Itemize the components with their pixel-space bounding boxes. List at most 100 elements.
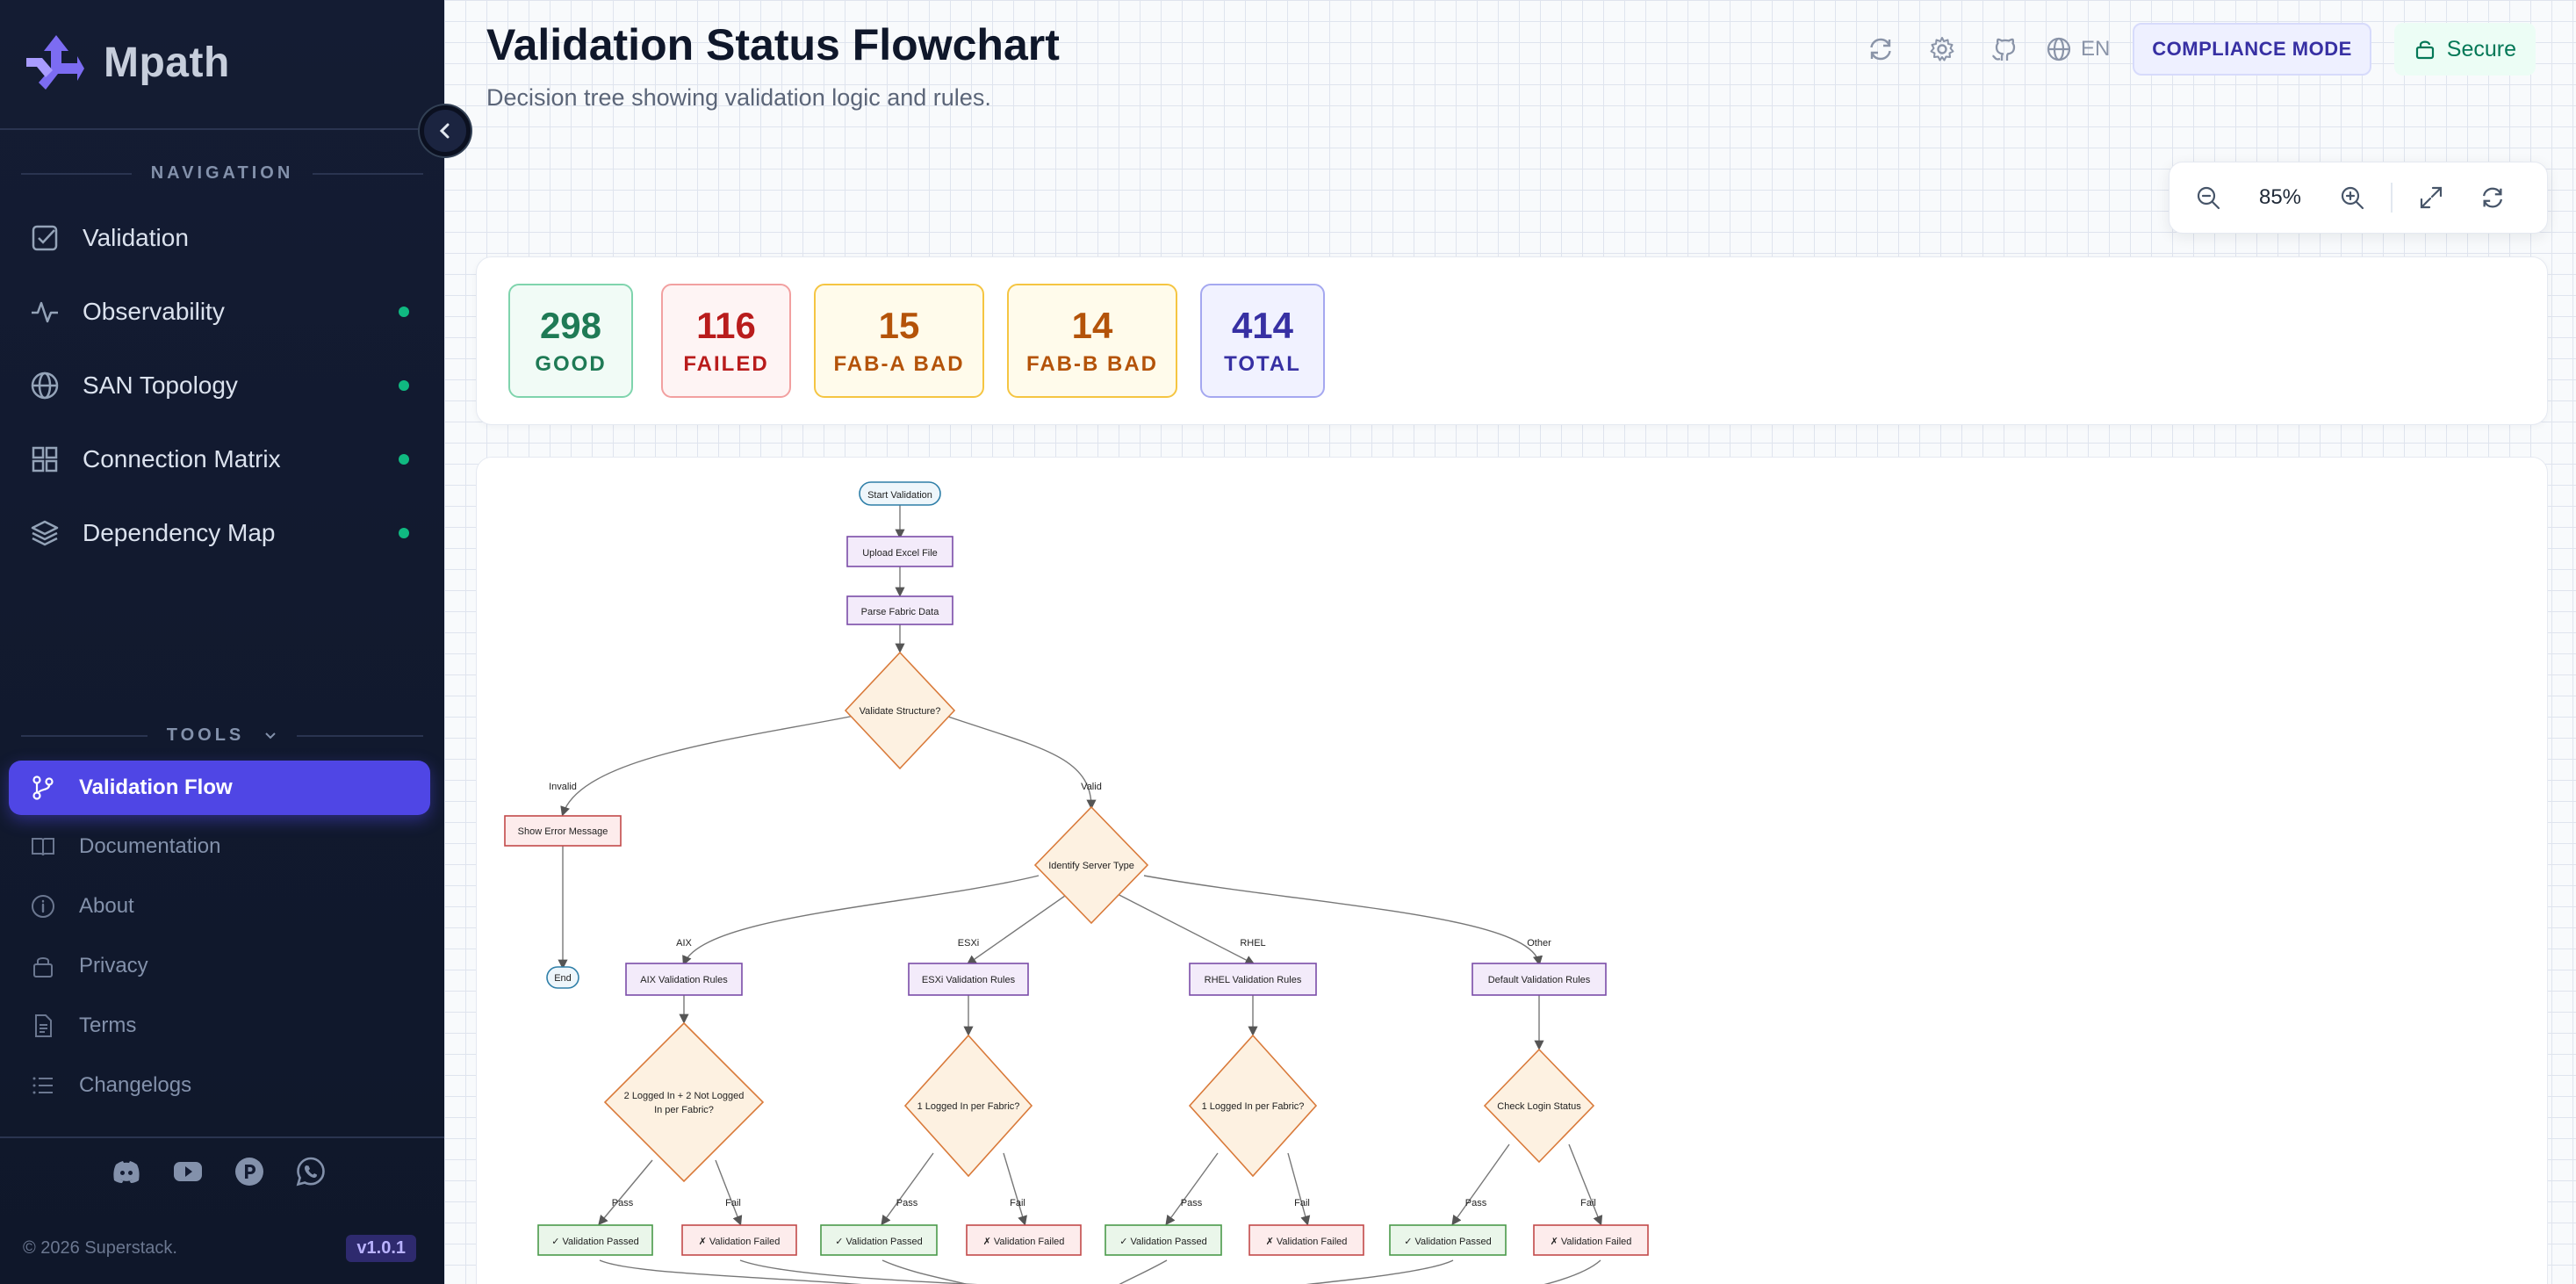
globe-icon	[31, 371, 59, 400]
list-icon	[32, 1077, 53, 1094]
patreon-icon[interactable]	[234, 1156, 265, 1187]
github-button[interactable]	[1984, 30, 2023, 69]
tool-item-privacy[interactable]: Privacy	[0, 941, 444, 991]
node-result-failed[interactable]: ✗ Validation Failed	[1533, 1224, 1649, 1256]
stat-value: 298	[539, 305, 602, 346]
tool-item-validation-flow[interactable]: Validation Flow	[9, 761, 430, 815]
svg-text:RHEL Validation Rules: RHEL Validation Rules	[1205, 975, 1302, 985]
gear-icon	[1930, 37, 1954, 61]
node-rhel-decision[interactable]: 1 Logged In per Fabric?	[1188, 1034, 1318, 1178]
zoom-toolbar: 85%	[2169, 162, 2548, 234]
refresh-icon	[1870, 38, 1891, 61]
svg-text:ESXi Validation Rules: ESXi Validation Rules	[922, 975, 1016, 985]
git-branch-icon	[32, 775, 54, 800]
svg-text:✓ Validation Passed: ✓ Validation Passed	[1119, 1237, 1207, 1247]
lock-icon	[33, 957, 53, 977]
svg-text:✓ Validation Passed: ✓ Validation Passed	[1404, 1237, 1492, 1247]
navigation-section-label: NAVIGATION	[0, 163, 444, 184]
nav-item-san-topology[interactable]: SAN Topology	[0, 355, 444, 416]
stat-total[interactable]: 414 TOTAL	[1200, 284, 1325, 398]
svg-text:Start Validation: Start Validation	[867, 490, 932, 501]
stat-value: 116	[696, 305, 756, 346]
reset-view-button[interactable]	[2473, 178, 2512, 217]
divider	[2391, 183, 2393, 213]
edge-label-pass: Pass	[896, 1198, 918, 1208]
file-text-icon	[35, 1014, 52, 1037]
sidebar-footer: © 2026 Superstack. v1.0.1	[23, 1235, 416, 1262]
zoom-level: 85%	[2258, 185, 2302, 209]
nav-item-connection-matrix[interactable]: Connection Matrix	[0, 429, 444, 490]
edge-label-fail: Fail	[1580, 1198, 1596, 1208]
fit-to-screen-button[interactable]	[2412, 178, 2450, 217]
globe-icon	[2047, 37, 2071, 61]
collapse-sidebar-button[interactable]	[420, 105, 471, 156]
svg-text:In per Fabric?: In per Fabric?	[654, 1105, 714, 1115]
stat-fab-a-bad[interactable]: 15 FAB-A BAD	[814, 284, 984, 398]
node-result-failed[interactable]: ✗ Validation Failed	[966, 1224, 1082, 1256]
secure-status[interactable]: Secure	[2393, 23, 2536, 76]
tool-item-about[interactable]: About	[0, 882, 444, 931]
zoom-in-button[interactable]	[2333, 178, 2371, 217]
refresh-button[interactable]	[1861, 30, 1900, 69]
tools-section-label[interactable]: TOOLS	[0, 725, 444, 746]
book-icon	[32, 838, 54, 856]
compliance-mode-button[interactable]: COMPLIANCE MODE	[2133, 23, 2371, 76]
grid-icon	[32, 446, 58, 472]
page-title: Validation Status Flowchart	[486, 20, 1060, 69]
whatsapp-icon[interactable]	[295, 1156, 327, 1187]
tool-item-label: Validation Flow	[79, 775, 233, 799]
nav-item-validation[interactable]: Validation	[0, 207, 444, 269]
node-esxi-rules[interactable]: ESXi Validation Rules	[908, 963, 1029, 996]
node-aix-rules[interactable]: AIX Validation Rules	[625, 963, 743, 996]
stats-card: 298 GOOD 116 FAILED 15 FAB-A BAD 14 FAB-…	[476, 256, 2548, 425]
svg-text:✓ Validation Passed: ✓ Validation Passed	[835, 1237, 923, 1247]
info-icon	[32, 895, 54, 918]
node-result-passed[interactable]: ✓ Validation Passed	[1389, 1224, 1507, 1256]
edge-label-pass: Pass	[612, 1198, 634, 1208]
svg-text:Check Login Status: Check Login Status	[1497, 1101, 1581, 1112]
node-identify[interactable]: Identify Server Type	[1033, 805, 1149, 925]
status-dot	[399, 380, 409, 391]
zoom-out-button[interactable]	[2189, 178, 2227, 217]
node-result-failed[interactable]: ✗ Validation Failed	[1248, 1224, 1364, 1256]
stat-fab-b-bad[interactable]: 14 FAB-B BAD	[1007, 284, 1177, 398]
edge-label-fail: Fail	[725, 1198, 741, 1208]
node-parse[interactable]: Parse Fabric Data	[846, 595, 953, 625]
stat-failed[interactable]: 116 FAILED	[661, 284, 791, 398]
tool-item-changelogs[interactable]: Changelogs	[0, 1061, 444, 1110]
edge-label-valid: Valid	[1081, 782, 1102, 792]
tool-item-terms[interactable]: Terms	[0, 1001, 444, 1050]
node-end[interactable]: End	[546, 966, 579, 989]
stat-good[interactable]: 298 GOOD	[508, 284, 633, 398]
language-selector[interactable]: EN	[2046, 36, 2110, 62]
tool-item-documentation[interactable]: Documentation	[0, 822, 444, 871]
svg-text:Identify Server Type: Identify Server Type	[1048, 861, 1134, 871]
node-error[interactable]: Show Error Message	[504, 815, 622, 847]
settings-button[interactable]	[1923, 30, 1961, 69]
node-login-decision[interactable]: Check Login Status	[1483, 1048, 1595, 1164]
node-start[interactable]: Start Validation	[859, 481, 941, 506]
node-esxi-decision[interactable]: 1 Logged In per Fabric?	[903, 1034, 1033, 1178]
svg-text:1 Logged In per Fabric?: 1 Logged In per Fabric?	[1202, 1101, 1305, 1112]
status-dot	[399, 307, 409, 317]
node-result-passed[interactable]: ✓ Validation Passed	[1105, 1224, 1222, 1256]
youtube-icon[interactable]	[172, 1156, 204, 1187]
secure-label: Secure	[2446, 36, 2516, 61]
nav-item-dependency-map[interactable]: Dependency Map	[0, 502, 444, 564]
node-result-passed[interactable]: ✓ Validation Passed	[537, 1224, 653, 1256]
discord-icon[interactable]	[111, 1156, 142, 1187]
refresh-icon	[2483, 187, 2502, 208]
node-default-rules[interactable]: Default Validation Rules	[1471, 963, 1607, 996]
svg-text:Validate Structure?: Validate Structure?	[860, 706, 941, 717]
node-result-failed[interactable]: ✗ Validation Failed	[681, 1224, 797, 1256]
node-validate[interactable]: Validate Structure?	[844, 651, 956, 770]
brand[interactable]: Mpath	[23, 30, 230, 95]
node-result-passed[interactable]: ✓ Validation Passed	[820, 1224, 938, 1256]
svg-text:✗ Validation Failed: ✗ Validation Failed	[1266, 1237, 1348, 1247]
node-rhel-rules[interactable]: RHEL Validation Rules	[1189, 963, 1317, 996]
node-aix-decision[interactable]: 2 Logged In + 2 Not Logged In per Fabric…	[603, 1021, 765, 1183]
edge-label-esxi: ESXi	[958, 938, 979, 949]
flowchart-canvas[interactable]: Start Validation Upload Excel File Parse…	[476, 457, 2548, 1284]
nav-item-observability[interactable]: Observability	[0, 281, 444, 343]
node-upload[interactable]: Upload Excel File	[846, 536, 953, 567]
